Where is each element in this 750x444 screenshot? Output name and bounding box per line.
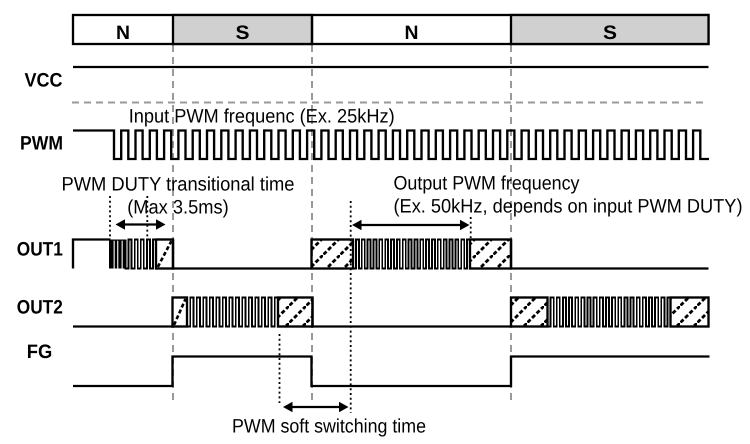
svg-text:PWM DUTY transitional time: PWM DUTY transitional time <box>62 174 295 196</box>
svg-text:OUT1: OUT1 <box>17 239 63 261</box>
svg-text:PWM: PWM <box>20 133 63 155</box>
svg-text:VCC: VCC <box>25 70 63 92</box>
svg-text:(Max 3.5ms): (Max 3.5ms) <box>127 197 229 219</box>
svg-text:(Ex. 50kHz, depends on input P: (Ex. 50kHz, depends on input PWM DUTY) <box>394 195 743 217</box>
svg-text:FG: FG <box>27 341 53 363</box>
svg-text:Output PWM frequency: Output PWM frequency <box>394 173 580 195</box>
svg-text:OUT2: OUT2 <box>17 297 63 319</box>
svg-text:N: N <box>116 22 130 44</box>
svg-text:PWM soft switching time: PWM soft switching time <box>232 416 426 438</box>
svg-text:Input PWM frequenc (Ex. 25kHz): Input PWM frequenc (Ex. 25kHz) <box>129 106 395 128</box>
svg-text:S: S <box>236 22 250 44</box>
svg-text:N: N <box>405 22 419 44</box>
svg-text:S: S <box>603 22 617 44</box>
